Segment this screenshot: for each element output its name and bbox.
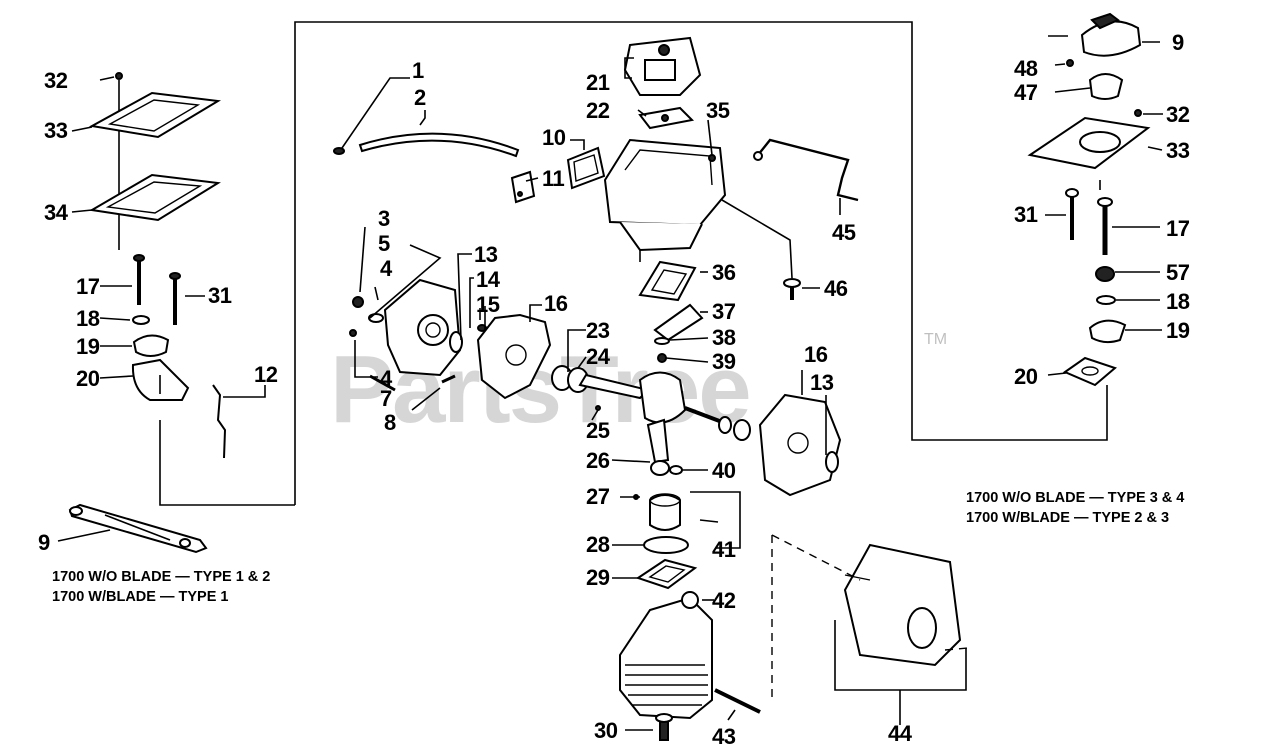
callout-22: 22 bbox=[586, 98, 610, 123]
callout-20-left: 20 bbox=[76, 366, 100, 391]
watermark-trademark: TM bbox=[924, 331, 947, 348]
callout-9-left: 9 bbox=[38, 530, 50, 555]
callout-19-right: 19 bbox=[1166, 318, 1190, 343]
callout-13-right: 13 bbox=[810, 370, 834, 395]
callout-24: 24 bbox=[586, 344, 611, 369]
callout-3: 3 bbox=[378, 206, 390, 231]
callout-35: 35 bbox=[706, 98, 730, 123]
right-bracket-group bbox=[1062, 188, 1127, 410]
callout-5: 5 bbox=[378, 231, 390, 256]
callout-40: 40 bbox=[712, 458, 736, 483]
callout-33-right: 33 bbox=[1166, 138, 1190, 163]
air-filter-cover bbox=[771, 534, 969, 700]
left-bracket-group bbox=[131, 254, 227, 459]
engine-case-left bbox=[476, 306, 552, 400]
flywheel-side-housing bbox=[349, 278, 463, 392]
callout-48: 48 bbox=[1014, 56, 1038, 81]
callout-7: 7 bbox=[380, 386, 392, 411]
choke-wire bbox=[753, 138, 859, 202]
callout-19-left: 19 bbox=[76, 334, 100, 359]
assembly-bracket-lines bbox=[159, 21, 1108, 506]
callout-2: 2 bbox=[414, 85, 426, 110]
carburetor bbox=[623, 36, 702, 130]
callout-15: 15 bbox=[476, 292, 500, 317]
engine-case-right bbox=[758, 393, 842, 497]
callout-11: 11 bbox=[542, 166, 565, 191]
caption-left-line2: 1700 W/BLADE — TYPE 1 bbox=[52, 589, 228, 605]
callout-26: 26 bbox=[586, 448, 610, 473]
callout-34: 34 bbox=[44, 200, 69, 225]
callout-32-left: 32 bbox=[44, 68, 68, 93]
crankshaft-assembly bbox=[551, 365, 751, 441]
model-captions: 1700 W/O BLADE — TYPE 1 & 2 1700 W/BLADE… bbox=[52, 490, 1184, 605]
callout-17-left: 17 bbox=[76, 274, 100, 299]
callout-37: 37 bbox=[712, 299, 736, 324]
air-box-housing bbox=[603, 138, 727, 252]
callout-8: 8 bbox=[384, 410, 396, 435]
callout-16-left: 16 bbox=[544, 291, 568, 316]
intake-gaskets bbox=[638, 260, 704, 363]
callout-20-right: 20 bbox=[1014, 364, 1038, 389]
cylinder-head bbox=[619, 591, 761, 741]
callout-45: 45 bbox=[832, 220, 856, 245]
left-gasket-group bbox=[88, 72, 222, 250]
filter-parts-10-11 bbox=[510, 146, 606, 204]
callout-4-top: 4 bbox=[380, 256, 393, 281]
callout-13-left: 13 bbox=[474, 242, 498, 267]
caption-left-line1: 1700 W/O BLADE — TYPE 1 & 2 bbox=[52, 569, 270, 585]
callout-10: 10 bbox=[542, 125, 566, 150]
callout-18-left: 18 bbox=[76, 306, 100, 331]
callout-23: 23 bbox=[586, 318, 610, 343]
fuel-line-parts bbox=[333, 132, 520, 158]
caption-right-line1: 1700 W/O BLADE — TYPE 3 & 4 bbox=[966, 490, 1184, 506]
callout-32-right: 32 bbox=[1166, 102, 1190, 127]
callout-33-left: 33 bbox=[44, 118, 68, 143]
right-cap-group bbox=[1027, 12, 1151, 190]
callout-12: 12 bbox=[254, 362, 278, 387]
callout-31-right: 31 bbox=[1014, 202, 1038, 227]
callout-17-right: 17 bbox=[1166, 216, 1190, 241]
callout-25: 25 bbox=[586, 418, 610, 443]
callout-21: 21 bbox=[586, 70, 610, 95]
callout-30: 30 bbox=[594, 718, 618, 743]
callout-36: 36 bbox=[712, 260, 736, 285]
callout-9-right: 9 bbox=[1172, 30, 1184, 55]
callout-44: 44 bbox=[888, 721, 913, 746]
callout-31-left: 31 bbox=[208, 283, 232, 308]
leader-lines bbox=[57, 35, 1163, 731]
drive-rod-left bbox=[68, 503, 208, 554]
callout-28: 28 bbox=[586, 532, 610, 557]
callout-57: 57 bbox=[1166, 260, 1190, 285]
callout-46: 46 bbox=[824, 276, 848, 301]
callout-39: 39 bbox=[712, 349, 736, 374]
callout-41: 41 bbox=[712, 537, 736, 562]
callout-47: 47 bbox=[1014, 80, 1038, 105]
rings-and-gasket bbox=[635, 536, 698, 590]
caption-right-line2: 1700 W/BLADE — TYPE 2 & 3 bbox=[966, 510, 1169, 526]
callout-43: 43 bbox=[712, 724, 736, 749]
piston-assembly bbox=[633, 418, 719, 531]
callout-27: 27 bbox=[586, 484, 610, 509]
callout-1: 1 bbox=[412, 58, 424, 83]
callout-42: 42 bbox=[712, 588, 736, 613]
callout-18-right: 18 bbox=[1166, 289, 1190, 314]
screw-46 bbox=[783, 278, 801, 300]
callout-16-right: 16 bbox=[804, 342, 828, 367]
callout-29: 29 bbox=[586, 565, 610, 590]
callout-14: 14 bbox=[476, 267, 501, 292]
part-number-callouts: 32 33 34 17 31 18 19 20 12 9 1 2 3 5 4 4… bbox=[38, 30, 1190, 749]
callout-4-bottom: 4 bbox=[380, 366, 393, 391]
callout-38: 38 bbox=[712, 325, 736, 350]
